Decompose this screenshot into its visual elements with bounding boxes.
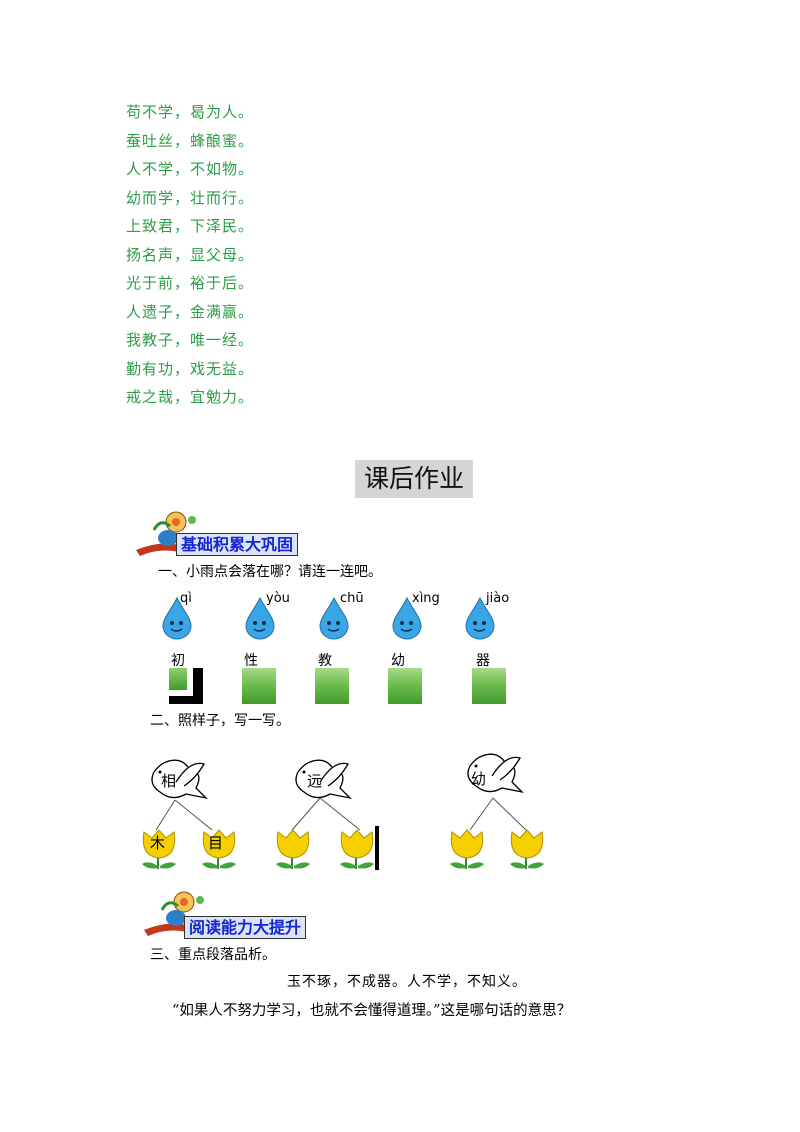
water-drop-icon: [245, 596, 275, 640]
poem-line: 上致君，下泽民。: [126, 217, 255, 235]
water-drop-icon: [465, 596, 495, 640]
poem-line: 蚕吐丝，蜂酿蜜。: [126, 131, 255, 150]
pinyin-label: chū: [340, 591, 364, 606]
grass-patch: [315, 668, 349, 704]
tulip-icon: [202, 829, 236, 869]
poem-line: 勤有功，戏无益。: [126, 359, 255, 378]
character-label: 性: [244, 653, 258, 669]
section-banner-basic: 基础积累大巩固: [134, 508, 334, 558]
grass-patch: [472, 668, 506, 704]
water-drop-icon: [162, 596, 192, 640]
tulip-character: 木: [150, 834, 166, 852]
question-2: 二、照样子，写一写。: [150, 713, 290, 729]
character-label: 幼: [391, 653, 405, 669]
tulip-icon: [142, 829, 176, 869]
dove-icon: [151, 759, 208, 800]
grass-patch: [388, 668, 422, 704]
bird-character: 相: [161, 772, 177, 790]
poem-line: 我教子，唯一经。: [126, 331, 255, 349]
tulip-icon: [276, 829, 310, 869]
pinyin-label: xìng: [412, 591, 440, 606]
question-1: 一、小雨点会落在哪？请连一连吧。: [158, 564, 382, 580]
banner-label: 阅读能力大提升: [184, 916, 307, 939]
dove-icon: [467, 753, 524, 794]
dove-icon: [295, 759, 352, 800]
water-drop-icon: [319, 596, 349, 640]
section-banner-reading: 阅读能力大提升: [142, 888, 342, 939]
tulip-icon: [450, 829, 484, 869]
question-3: 三、重点段落品析。: [150, 947, 276, 963]
question-text: “如果人不努力学习，也就不会懂得道理。”这是哪句话的意思？: [172, 1003, 572, 1019]
character-label: 教: [318, 653, 332, 669]
tulip-character: 目: [208, 834, 224, 852]
connection-lines: [155, 797, 527, 831]
poem-line: 人不学，不如物。: [126, 160, 255, 178]
quote-text: 玉不琢，不成器。人不学，不知义。: [287, 974, 527, 990]
grass-patch: [242, 668, 276, 704]
bird-character: 幼: [471, 770, 487, 788]
poem-line: 幼而学，壮而行。: [126, 188, 255, 207]
poem-line: 苟不学，曷为人。: [126, 103, 255, 121]
character-label: 器: [476, 653, 490, 669]
poem-line: 光于前，裕于后。: [126, 274, 255, 292]
poem-line: 扬名声，显父母。: [126, 245, 255, 264]
poem-line: 人遗子，金满赢。: [126, 302, 255, 321]
banner-label: 基础积累大巩固: [176, 533, 299, 556]
pinyin-label: jiào: [486, 591, 510, 606]
grass-patch: [169, 668, 203, 704]
character-label: 初: [171, 653, 185, 669]
pinyin-label: qì: [180, 591, 192, 606]
water-drop-icon: [392, 596, 422, 640]
poem-line: 戒之哉，宜勉力。: [126, 388, 255, 406]
tulip-icon: [510, 829, 544, 869]
tulip-icon: [340, 829, 374, 869]
poem-block: 苟不学，曷为人。 蚕吐丝，蜂酿蜜。 人不学，不如物。 幼而学，壮而行。 上致君，…: [126, 98, 426, 412]
divider-bar: [375, 826, 379, 870]
bird-character: 远: [307, 772, 323, 790]
homework-title: 课后作业: [355, 460, 473, 498]
pinyin-label: yòu: [266, 591, 290, 606]
